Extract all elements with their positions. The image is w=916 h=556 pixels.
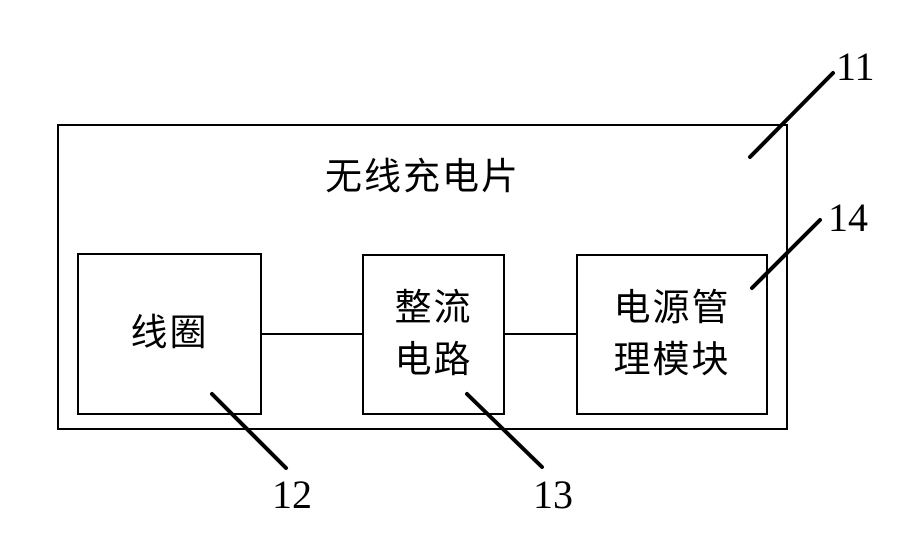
block-rectifier-label-line1: 整流 — [394, 287, 473, 329]
block-coil: 线圈 — [77, 253, 262, 415]
block-pm-label-line2: 理模块 — [613, 339, 731, 381]
ref-label-12: 12 — [272, 472, 312, 517]
block-rectifier-circuit: 整流 电路 — [362, 254, 505, 415]
block-coil-label: 线圈 — [130, 313, 209, 354]
block-rectifier-label-line2: 电路 — [394, 339, 473, 381]
block-power-management-module: 电源管 理模块 — [576, 254, 768, 415]
wireless-charging-sheet-box — [57, 124, 788, 430]
block-pm-label-line1: 电源管 — [613, 287, 731, 329]
ref-label-13: 13 — [533, 472, 573, 517]
ref-label-11: 11 — [836, 44, 875, 89]
ref-label-14: 14 — [828, 195, 868, 240]
diagram-title: 无线充电片 — [325, 157, 520, 198]
